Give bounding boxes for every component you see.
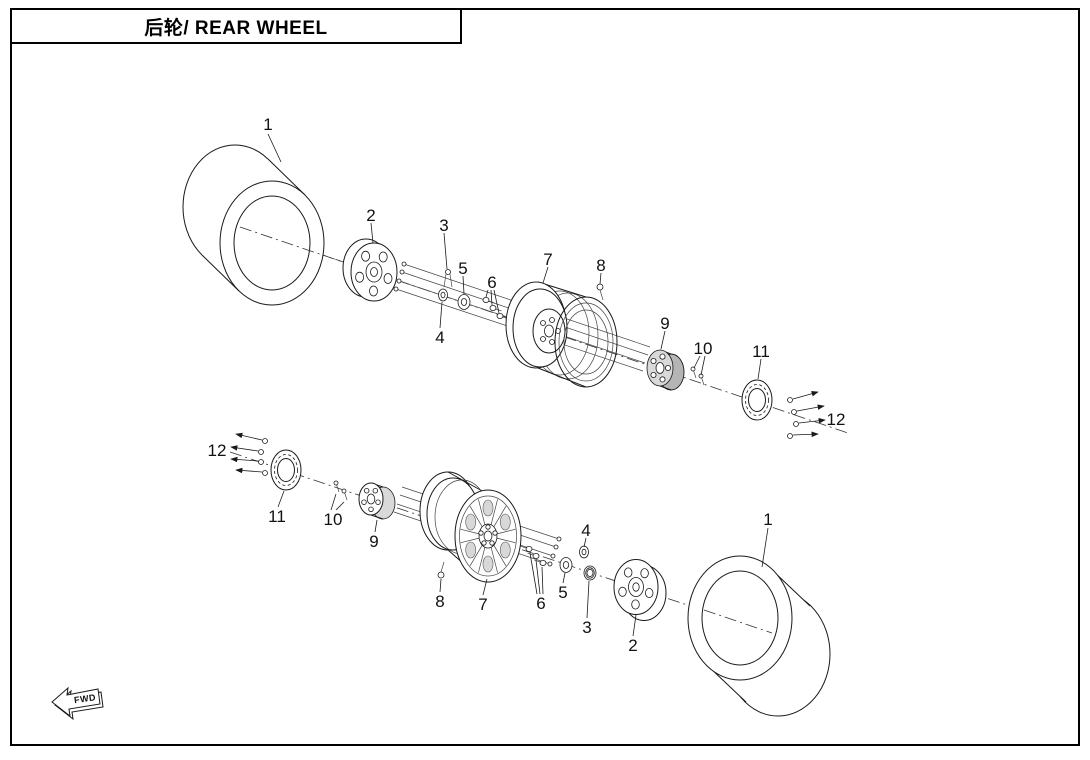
callout-lower-8: 8 [435,592,444,611]
washer-large-lower [559,557,573,573]
callout-upper-1: 1 [263,115,272,134]
tire-lower [687,555,831,717]
fwd-direction-arrow: FWD [51,686,104,721]
page-title: 后轮/ REAR WHEEL [144,17,328,39]
callout-lower-11: 11 [268,507,286,526]
lower-assembly [230,432,831,717]
callout-upper-3: 3 [439,216,448,235]
hub-disc-lower [613,559,667,621]
callout-upper-8: 8 [596,256,605,275]
callout-upper-10: 10 [694,339,713,358]
callout-lower-9: 9 [369,532,378,551]
fwd-label: FWD [73,692,96,705]
hub-disc-upper [342,238,398,302]
pins-lower [333,480,348,501]
washer-large-upper [457,294,471,310]
callout-lower-1: 1 [763,510,772,529]
title-box: 后轮/ REAR WHEEL [10,8,462,44]
callout-upper-11: 11 [752,342,770,361]
callout-leaders [267,133,769,637]
callout-lower-3: 3 [582,618,591,637]
upper-assembly [182,144,826,439]
callout-upper-9: 9 [660,314,669,333]
callout-upper-4: 4 [435,328,444,347]
callout-numbers: 1 2 3 4 5 6 7 8 9 10 11 12 12 11 10 9 8 … [208,115,846,655]
washer-small-upper [438,288,448,302]
cotter-pin-upper [443,269,453,288]
diagram-frame [10,8,1080,746]
callout-lower-10: 10 [324,510,343,529]
callout-lower-12: 12 [208,441,227,460]
rim-upper [505,281,618,388]
bolts-upper [482,296,509,320]
lug-bolts-lower [230,432,268,476]
bolts-lower [520,545,547,567]
callout-upper-12: 12 [827,410,846,429]
rim-lower [419,471,522,583]
callout-lower-4: 4 [581,521,590,540]
callout-upper-2: 2 [366,206,375,225]
ring-lower [270,449,302,491]
callout-lower-6: 6 [536,594,545,613]
washer-small-lower [579,545,589,559]
bolt-lower [437,561,445,579]
bolt-upper [596,283,604,301]
callout-lower-7: 7 [478,595,487,614]
tire-upper [182,144,347,306]
callout-upper-5: 5 [458,259,467,278]
callout-lower-2: 2 [628,636,637,655]
nut-lower [583,565,597,581]
lug-bolts-upper [787,391,826,439]
ring-upper [741,379,773,421]
callout-upper-7: 7 [543,250,552,269]
callout-upper-6: 6 [487,273,496,292]
hub-lower [358,482,396,520]
hub-upper [646,349,685,391]
callout-lower-5: 5 [558,583,567,602]
